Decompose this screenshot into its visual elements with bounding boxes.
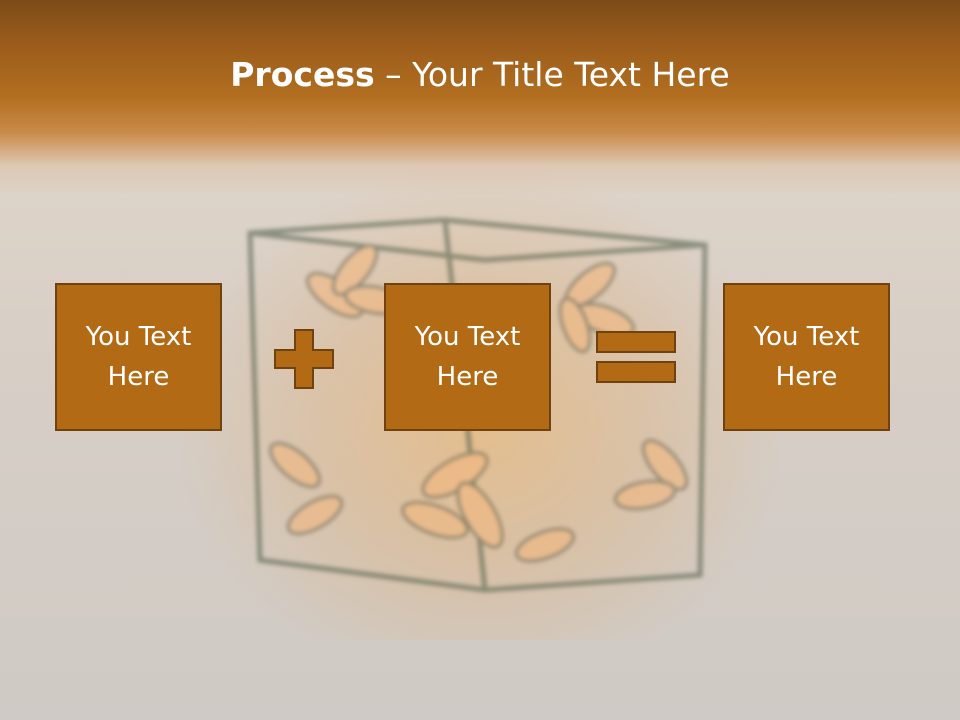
process-box-1[interactable]: You Text Here [55,283,222,431]
process-box-2[interactable]: You Text Here [384,283,551,431]
process-box-3[interactable]: You Text Here [723,283,890,431]
plus-icon [274,329,334,389]
process-box-3-text: You Text Here [753,322,860,392]
slide-title: Process – Your Title Text Here [0,52,960,98]
title-band [0,0,960,195]
equals-icon [596,331,676,383]
title-rest-part: – Your Title Text Here [374,55,730,94]
process-box-2-text: You Text Here [414,322,521,392]
process-box-1-text: You Text Here [85,322,192,392]
title-bold-part: Process [230,55,375,94]
